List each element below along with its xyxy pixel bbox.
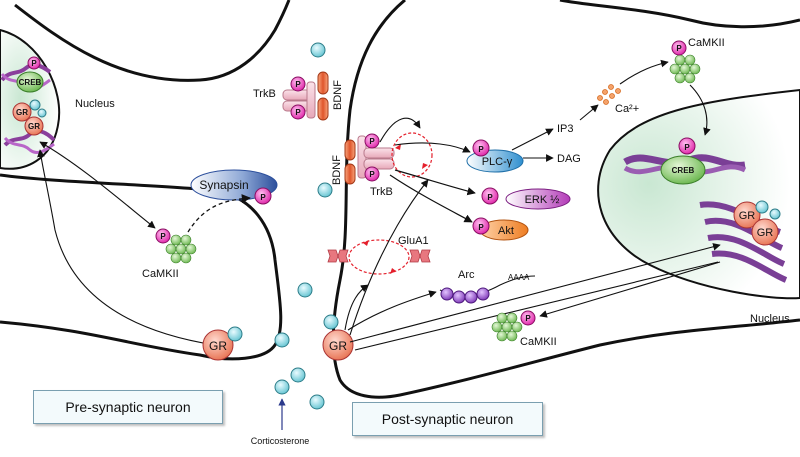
svg-text:P: P: [525, 314, 531, 323]
camkii-label-post: CaMKII: [520, 336, 557, 348]
gr-post: GR: [322, 314, 354, 361]
svg-text:GR: GR: [739, 210, 756, 222]
aaaa-label: AAAA: [508, 273, 530, 282]
trkb-receptor-top: P P TrkB BDNF: [253, 71, 344, 121]
trkb-label-post: TrkB: [370, 186, 393, 198]
corticosterone-molecules: [274, 42, 333, 410]
svg-text:P: P: [160, 232, 166, 241]
plc-gamma: PLC-γ P: [466, 139, 524, 173]
svg-text:PLC-γ: PLC-γ: [482, 156, 513, 168]
pre-synaptic-label-box: Pre-synaptic neuron: [33, 390, 223, 424]
svg-text:Synapsin: Synapsin: [199, 178, 248, 192]
arc-mrna: Arc AAAA: [439, 269, 536, 304]
camkii-top-right: P CaMKII: [669, 37, 725, 84]
svg-text:GR: GR: [329, 339, 347, 353]
nucleus-label-right: Nucleus: [750, 313, 790, 325]
svg-text:P: P: [369, 170, 375, 179]
synapsin-protein: Synapsin P: [190, 169, 278, 205]
gr-pre: GR: [202, 326, 243, 361]
camkii-pre: P CaMKII: [142, 228, 197, 280]
nucleus-label-left: Nucleus: [75, 98, 115, 110]
svg-text:P: P: [369, 137, 375, 146]
svg-text:GR: GR: [28, 122, 40, 131]
bdnf-label-post: BDNF: [331, 155, 343, 185]
akt-protein: Akt P: [472, 217, 529, 241]
trkb-label-top: TrkB: [253, 88, 276, 100]
creb-label-left: CREB: [19, 78, 42, 87]
dag-label: DAG: [557, 153, 581, 165]
trkb-receptor-post: P P BDNF TrkB: [331, 133, 395, 198]
glua1-receptors: GluA1: [327, 235, 431, 275]
pre-synaptic-membrane: [0, 0, 291, 361]
post-synaptic-label-box: Post-synaptic neuron: [352, 402, 543, 436]
svg-text:P: P: [260, 193, 266, 202]
pre-synaptic-label: Pre-synaptic neuron: [65, 399, 191, 415]
svg-text:P: P: [676, 44, 682, 53]
ip3-label: IP3: [557, 123, 574, 135]
trkb-recycling-loop: [391, 132, 433, 178]
svg-text:Akt: Akt: [498, 225, 514, 237]
arc-label: Arc: [458, 269, 475, 281]
svg-text:ERK ½: ERK ½: [525, 194, 560, 206]
bdnf-label-top: BDNF: [332, 80, 344, 110]
glua1-label: GluA1: [398, 235, 429, 247]
camkii-label-pre: CaMKII: [142, 268, 179, 280]
svg-text:GR: GR: [209, 339, 227, 353]
svg-text:P: P: [684, 143, 690, 152]
svg-text:GR: GR: [757, 227, 774, 239]
svg-text:GR: GR: [16, 108, 28, 117]
svg-text:P: P: [295, 80, 301, 89]
nucleus-left: CREB P GR GR Nucleus: [0, 28, 115, 170]
svg-text:P: P: [295, 108, 301, 117]
camkii-post: P CaMKII: [491, 310, 557, 348]
camkii-label-top-right: CaMKII: [688, 37, 725, 49]
calcium-ions: [597, 84, 621, 105]
erk-protein: ERK ½ P: [481, 187, 571, 210]
corticosterone-label: Corticosterone: [251, 436, 310, 446]
nucleus-right: CREB P GR GR Nucleus: [597, 88, 800, 325]
calcium-label: Ca²+: [615, 103, 639, 115]
svg-text:P: P: [478, 223, 484, 232]
svg-text:P: P: [478, 145, 484, 154]
post-synaptic-membrane: [331, 0, 800, 399]
post-synaptic-label: Post-synaptic neuron: [381, 411, 514, 427]
creb-label-right: CREB: [672, 166, 695, 175]
svg-text:P: P: [31, 59, 37, 68]
svg-text:P: P: [487, 193, 493, 202]
